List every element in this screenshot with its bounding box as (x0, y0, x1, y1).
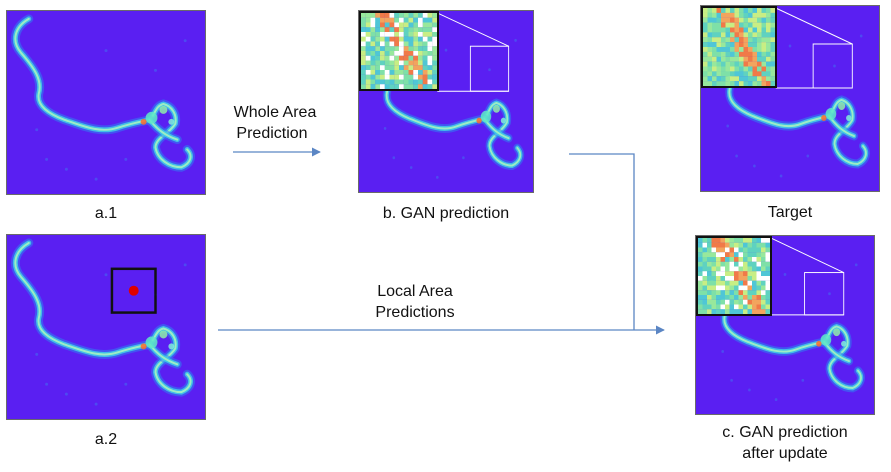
zoom-line-c-top (770, 237, 844, 274)
heatmap-a1 (10, 14, 195, 181)
panel-a2 (6, 234, 206, 420)
local-area-box (110, 267, 157, 314)
panel-a1 (6, 10, 206, 195)
zoom-line-b-top (437, 12, 509, 47)
caption-a2: a.2 (94, 431, 118, 448)
zoom-inset-b (359, 11, 439, 91)
connector-b-to-merge (569, 153, 635, 330)
caption-target: Target (767, 204, 813, 221)
local-area-marker (128, 285, 139, 296)
caption-b: b. GAN prediction (382, 205, 510, 222)
panel-c (695, 235, 875, 415)
label-local-area-line1: Local Area (377, 283, 453, 300)
caption-c-line1: c. GAN prediction (722, 424, 848, 441)
zoom-line-target-top (775, 7, 853, 45)
label-whole-area-line1: Whole Area (233, 104, 317, 121)
caption-c-line2: after update (742, 445, 828, 462)
panel-target (700, 5, 880, 192)
zoom-inset-target (701, 6, 777, 88)
caption-a1: a.1 (94, 205, 118, 222)
panel-b (358, 10, 534, 193)
zoom-inset-c (696, 236, 772, 316)
heatmap-a2 (10, 238, 195, 406)
label-local-area-line2: Predictions (375, 304, 455, 321)
zoom-region-target (812, 43, 853, 89)
zoom-region-c (804, 272, 845, 316)
label-whole-area-line2: Prediction (236, 125, 308, 142)
